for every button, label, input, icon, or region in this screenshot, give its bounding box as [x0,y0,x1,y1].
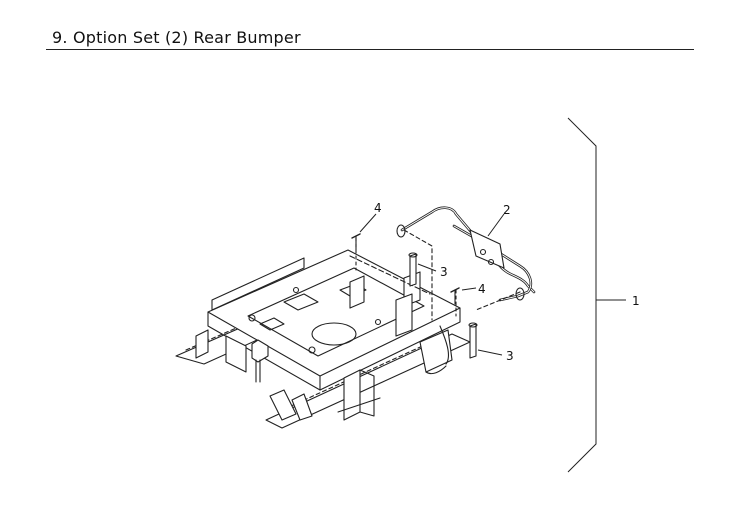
callout-pin-left: 4 [374,201,382,215]
title-divider [46,49,694,50]
callout-assembly: 1 [632,294,640,308]
callout-pin-right: 4 [478,282,486,296]
page-title: 9. Option Set (2) Rear Bumper [52,28,301,47]
callout-bolt-lower: 3 [506,349,514,363]
callout-bolt-upper: 3 [440,265,448,279]
callout-bumper: 2 [503,203,511,217]
leader-lines [359,213,505,356]
frame-drawing [175,206,536,429]
assembly-bracket [567,117,626,473]
